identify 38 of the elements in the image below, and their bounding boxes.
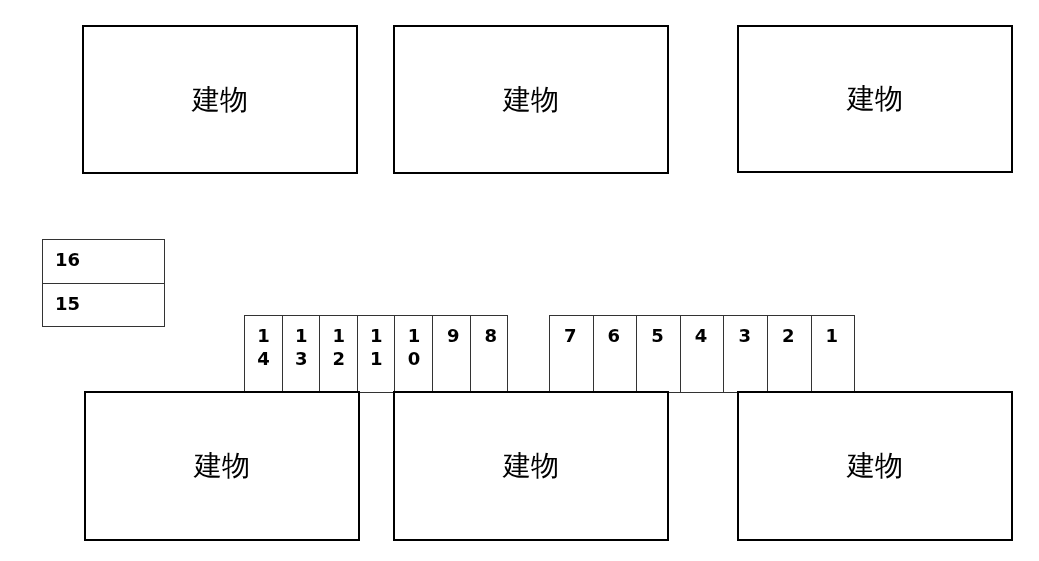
parking-space xyxy=(549,315,594,393)
space-number: 7 xyxy=(564,324,577,348)
building-block xyxy=(84,391,360,541)
space-number: 15 xyxy=(55,292,81,316)
building-block xyxy=(393,25,669,174)
space-number: 1 xyxy=(825,324,839,348)
building-block xyxy=(737,25,1013,173)
parking-space xyxy=(469,315,509,393)
space-number: 5 xyxy=(651,324,664,348)
parking-space xyxy=(42,239,165,284)
space-number: 3 xyxy=(738,324,751,348)
building-label: 建物 xyxy=(192,81,248,118)
space-number: 4 xyxy=(694,324,708,348)
space-number: 11 xyxy=(370,324,383,371)
space-number: 10 xyxy=(407,324,420,371)
parking-space xyxy=(356,315,396,393)
space-number: 8 xyxy=(484,324,498,348)
building-label: 建物 xyxy=(503,81,559,118)
space-number: 9 xyxy=(447,324,460,348)
parking-space xyxy=(679,315,725,393)
building-block xyxy=(82,25,358,174)
space-number: 6 xyxy=(607,324,621,348)
building-label: 建物 xyxy=(847,448,903,484)
parking-space xyxy=(244,315,283,393)
parking-space xyxy=(723,315,768,393)
building-label: 建物 xyxy=(847,81,903,117)
building-block xyxy=(737,391,1013,541)
building-label: 建物 xyxy=(194,448,250,484)
space-number: 2 xyxy=(782,324,795,348)
space-number: 12 xyxy=(332,324,345,371)
space-number: 13 xyxy=(294,324,307,371)
building-block xyxy=(393,391,669,541)
parking-space xyxy=(42,283,165,327)
parking-space xyxy=(636,315,681,393)
space-number: 14 xyxy=(257,324,270,371)
parking-space xyxy=(810,315,856,393)
space-number: 16 xyxy=(55,248,81,272)
building-label: 建物 xyxy=(503,448,559,484)
